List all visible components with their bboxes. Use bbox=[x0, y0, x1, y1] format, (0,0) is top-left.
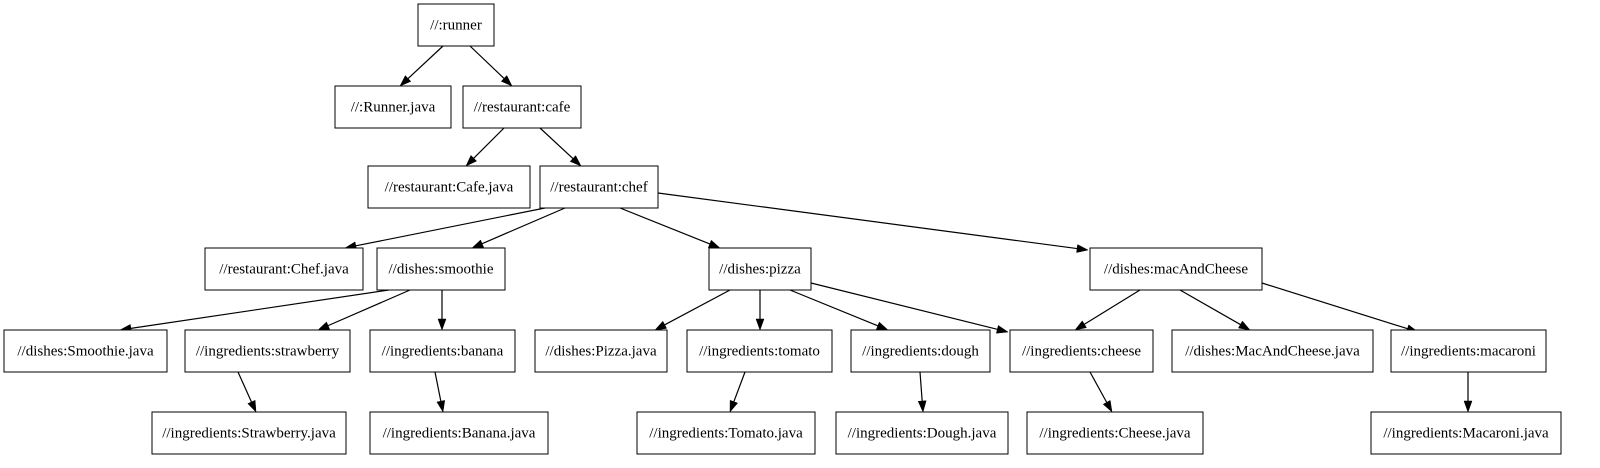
edge-strawberry-to-strawberry_java bbox=[237, 371, 257, 413]
node-cheese_java[interactable]: //ingredients:Cheese.java bbox=[1026, 411, 1204, 455]
node-label-tomato: //ingredients:tomato bbox=[699, 343, 820, 359]
edge-pizza-to-pizza_java bbox=[654, 289, 731, 331]
edge-macandcheese-to-cheese bbox=[1074, 289, 1141, 331]
node-strawberry[interactable]: //ingredients:strawberry bbox=[184, 329, 351, 373]
node-label-macandcheese_java: //dishes:MacAndCheese.java bbox=[1185, 343, 1360, 359]
node-label-smoothie: //dishes:smoothie bbox=[389, 261, 494, 277]
node-macandcheese_java[interactable]: //dishes:MacAndCheese.java bbox=[1171, 329, 1374, 373]
node-cafe[interactable]: //restaurant:cafe bbox=[462, 85, 582, 129]
edge-smoothie-to-strawberry bbox=[317, 289, 411, 331]
edge-macaroni-to-macaroni_java bbox=[1463, 372, 1473, 413]
node-label-macaroni: //ingredients:macaroni bbox=[1401, 343, 1536, 359]
node-label-runner_java: //:Runner.java bbox=[351, 99, 436, 115]
node-label-dough_java: //ingredients:Dough.java bbox=[848, 425, 997, 441]
node-macaroni_java[interactable]: //ingredients:Macaroni.java bbox=[1370, 411, 1562, 455]
node-label-macandcheese: //dishes:macAndCheese bbox=[1104, 261, 1248, 277]
edge-cheese-to-cheese_java bbox=[1089, 371, 1113, 413]
node-dough_java[interactable]: //ingredients:Dough.java bbox=[835, 411, 1009, 455]
edge-chef-to-pizza bbox=[619, 207, 721, 249]
node-tomato[interactable]: //ingredients:tomato bbox=[686, 329, 833, 373]
edge-banana-to-banana_java bbox=[434, 371, 446, 413]
node-banana[interactable]: //ingredients:banana bbox=[369, 329, 516, 373]
node-label-cafe_java: //restaurant:Cafe.java bbox=[385, 179, 514, 195]
edge-chef-to-smoothie bbox=[471, 207, 566, 249]
node-chef_java[interactable]: //restaurant:Chef.java bbox=[204, 247, 364, 291]
node-label-runner: //:runner bbox=[430, 17, 482, 33]
node-label-cafe: //restaurant:cafe bbox=[474, 99, 571, 115]
edge-macandcheese-to-macandcheese_java bbox=[1179, 289, 1251, 331]
node-label-smoothie_java: //dishes:Smoothie.java bbox=[17, 343, 154, 359]
node-strawberry_java[interactable]: //ingredients:Strawberry.java bbox=[151, 411, 347, 455]
node-cafe_java[interactable]: //restaurant:Cafe.java bbox=[367, 165, 531, 209]
node-dough[interactable]: //ingredients:dough bbox=[850, 329, 991, 373]
node-runner[interactable]: //:runner bbox=[417, 3, 495, 47]
node-label-banana_java: //ingredients:Banana.java bbox=[383, 425, 536, 441]
edge-macandcheese-to-macaroni bbox=[1261, 282, 1419, 333]
node-banana_java[interactable]: //ingredients:Banana.java bbox=[369, 411, 549, 455]
node-tomato_java[interactable]: //ingredients:Tomato.java bbox=[636, 411, 816, 455]
node-label-cheese: //ingredients:cheese bbox=[1022, 343, 1141, 359]
node-pizza[interactable]: //dishes:pizza bbox=[708, 247, 812, 291]
node-label-strawberry: //ingredients:strawberry bbox=[196, 343, 340, 359]
node-pizza_java[interactable]: //dishes:Pizza.java bbox=[534, 329, 668, 373]
node-chef[interactable]: //restaurant:chef bbox=[539, 165, 659, 209]
node-label-strawberry_java: //ingredients:Strawberry.java bbox=[162, 425, 336, 441]
edge-smoothie-to-banana bbox=[437, 290, 447, 331]
node-label-cheese_java: //ingredients:Cheese.java bbox=[1039, 425, 1191, 441]
edge-cafe-to-cafe_java bbox=[465, 127, 505, 167]
edge-runner-to-cafe bbox=[469, 45, 513, 87]
edge-tomato-to-tomato_java bbox=[729, 371, 746, 413]
node-smoothie_java[interactable]: //dishes:Smoothie.java bbox=[3, 329, 168, 373]
node-macandcheese[interactable]: //dishes:macAndCheese bbox=[1089, 247, 1263, 291]
node-runner_java[interactable]: //:Runner.java bbox=[334, 85, 452, 129]
edge-pizza-to-cheese bbox=[810, 282, 1009, 334]
node-label-pizza_java: //dishes:Pizza.java bbox=[545, 343, 657, 359]
edge-smoothie-to-smoothie_java bbox=[119, 289, 390, 333]
edge-runner-to-runner_java bbox=[399, 45, 444, 87]
node-label-macaroni_java: //ingredients:Macaroni.java bbox=[1383, 425, 1549, 441]
node-label-chef: //restaurant:chef bbox=[550, 179, 647, 195]
node-label-dough: //ingredients:dough bbox=[862, 343, 979, 359]
edge-pizza-to-dough bbox=[789, 289, 889, 331]
edge-pizza-to-tomato bbox=[755, 290, 765, 331]
edge-chef-to-macandcheese bbox=[657, 192, 1089, 253]
node-smoothie[interactable]: //dishes:smoothie bbox=[376, 247, 506, 291]
node-cheese[interactable]: //ingredients:cheese bbox=[1009, 329, 1154, 373]
edge-cafe-to-chef bbox=[539, 127, 582, 167]
node-macaroni[interactable]: //ingredients:macaroni bbox=[1390, 329, 1547, 373]
node-label-tomato_java: //ingredients:Tomato.java bbox=[649, 425, 803, 441]
node-label-pizza: //dishes:pizza bbox=[719, 261, 801, 277]
node-label-chef_java: //restaurant:Chef.java bbox=[219, 261, 349, 277]
node-label-banana: //ingredients:banana bbox=[382, 343, 504, 359]
nodes-layer: //:runner //:Runner.java //restaurant:cafe… bbox=[3, 3, 1562, 455]
edge-dough-to-dough_java bbox=[917, 371, 927, 413]
